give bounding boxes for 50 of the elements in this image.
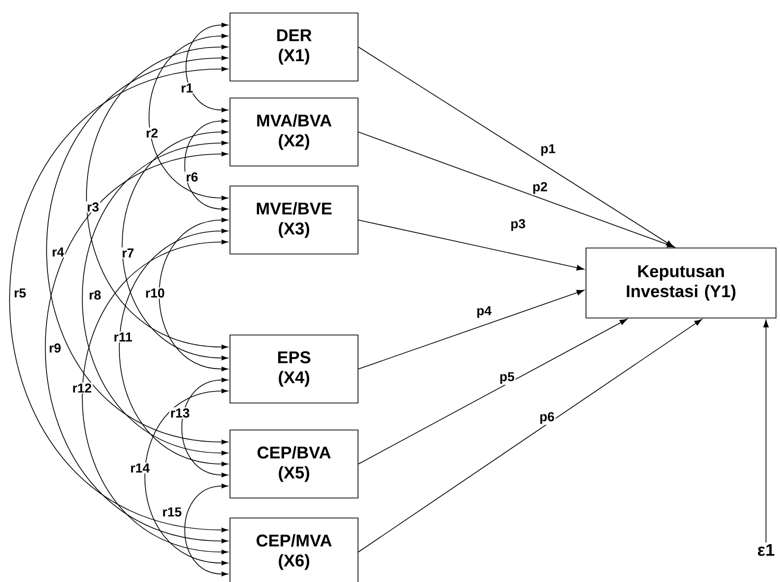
variable-box: Keputusan Investasi (Y1): [586, 248, 776, 318]
edge-label: r4: [50, 246, 66, 258]
edge-label: p3: [509, 218, 527, 232]
path-arrow: [358, 319, 702, 552]
edge-label: r15: [161, 506, 183, 518]
correlation-arrow: [184, 484, 228, 576]
edge-label: r14: [129, 462, 151, 474]
variable-box: DER (X1): [230, 12, 358, 82]
edge-label: r2: [144, 127, 160, 139]
correlation-arrow: [181, 378, 228, 478]
variable-box: CEP/MVA (X6): [230, 518, 358, 582]
edge-label: r9: [48, 342, 62, 354]
correlation-arrow: [118, 228, 228, 466]
edge-label: r11: [112, 332, 134, 342]
path-arrow: [358, 220, 584, 270]
correlation-arrow: [44, 152, 228, 544]
correlation-arrow: [82, 240, 228, 554]
variable-box: MVE/BVE (X3): [230, 186, 358, 254]
path-arrow: [358, 318, 628, 464]
edge-label: p2: [531, 181, 549, 195]
correlation-arrow: [158, 218, 228, 372]
edge-label: r10: [144, 287, 166, 299]
correlation-arrow: [144, 388, 228, 566]
edge-label: r1: [180, 82, 194, 94]
edge-label: r5: [12, 287, 28, 299]
edge-label: p1: [539, 143, 557, 157]
correlation-arrow: [82, 140, 228, 456]
edge-label: r3: [86, 201, 100, 213]
variable-box: EPS (X4): [230, 334, 358, 404]
edge-label: p6: [538, 411, 556, 425]
edge-label: p5: [498, 371, 516, 385]
edge-label: r7: [120, 248, 136, 258]
edge-label: r8: [88, 289, 102, 301]
correlation-arrow: [122, 130, 228, 360]
correlation-arrow: [186, 22, 228, 112]
correlation-arrow: [46, 56, 228, 444]
edge-label: p4: [475, 305, 493, 319]
edge-label: r13: [169, 407, 191, 419]
path-arrow: [358, 46, 674, 248]
error-term-label: ε1: [758, 544, 774, 556]
correlation-arrow: [148, 34, 228, 200]
path-arrow: [358, 290, 584, 370]
variable-box: MVA/BVA (X2): [230, 98, 358, 166]
variable-box: CEP/BVA (X5): [230, 430, 358, 498]
path-arrow: [358, 132, 675, 248]
edge-label: r6: [184, 171, 200, 183]
correlation-arrow: [184, 118, 228, 212]
edge-label: r12: [71, 382, 93, 394]
path-arrow: [763, 320, 769, 544]
correlation-arrow: [86, 44, 228, 350]
